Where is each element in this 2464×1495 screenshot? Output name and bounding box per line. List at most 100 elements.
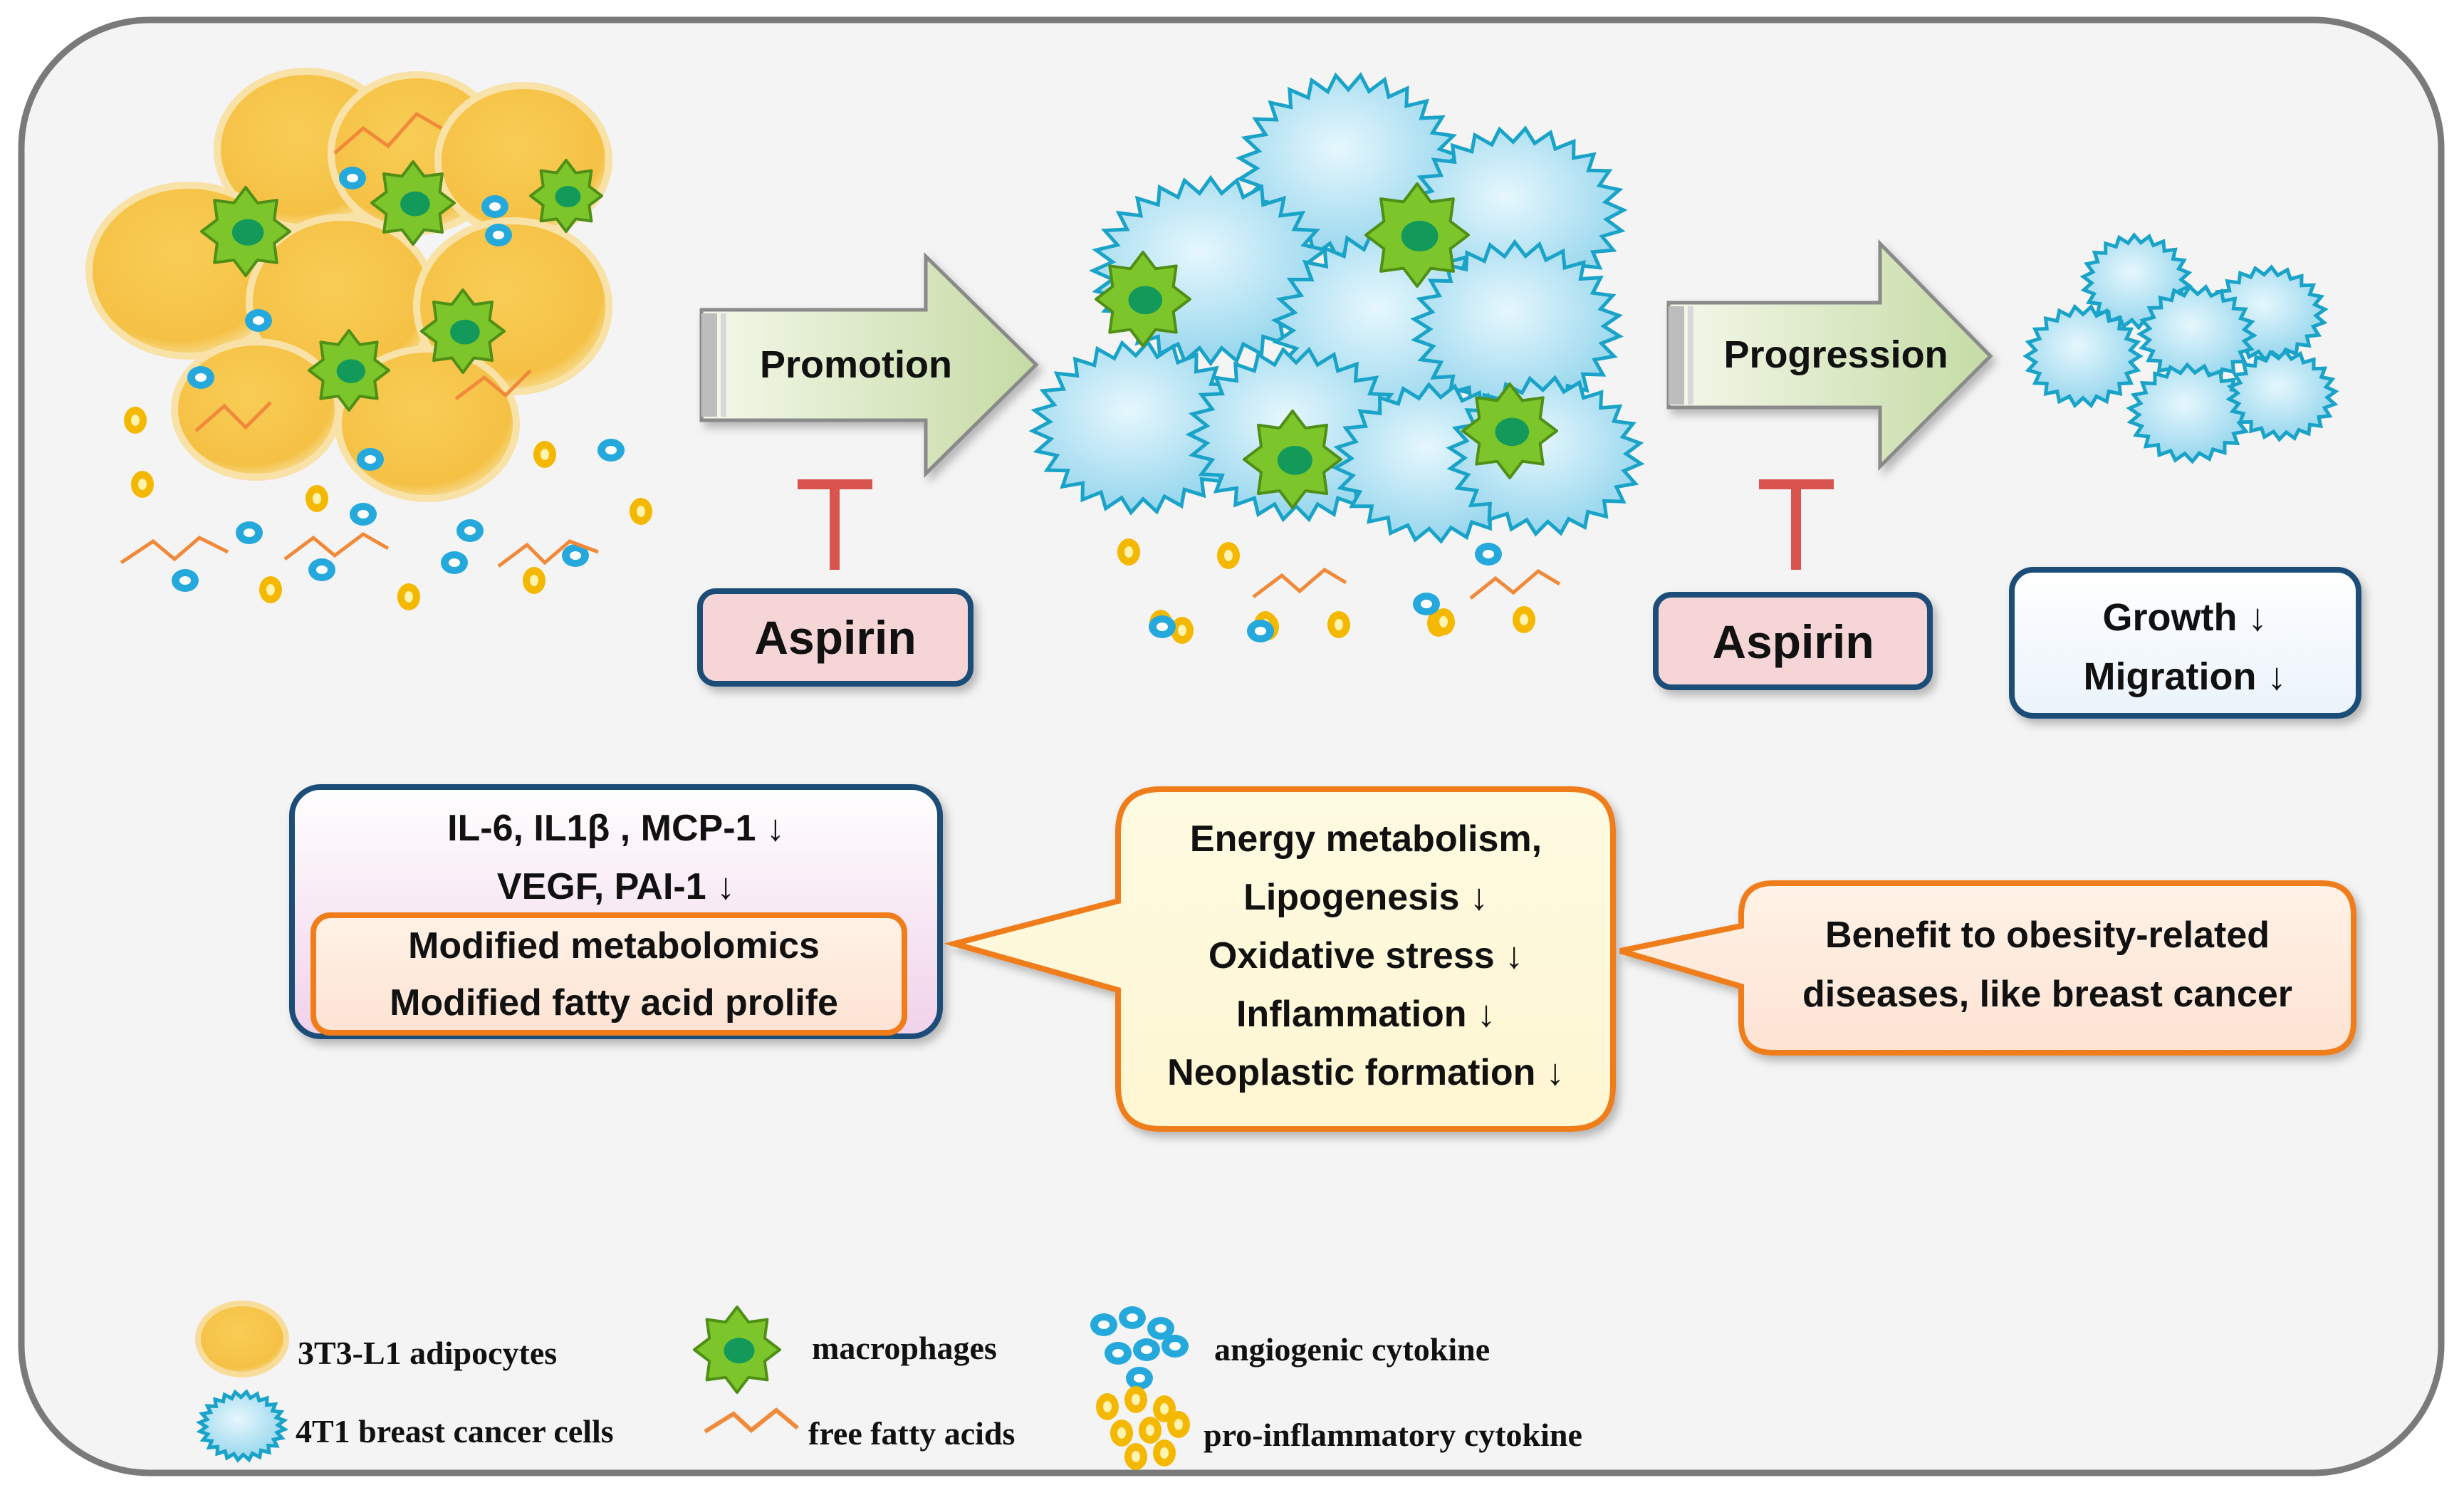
cytokine-core — [1174, 1419, 1183, 1430]
free-fatty-acid — [454, 369, 532, 400]
cytokine-line: IL-6, IL1β , MCP-1 ↓ — [447, 808, 785, 849]
cytokine-core — [1421, 600, 1432, 608]
cytokine-core — [1132, 1451, 1140, 1462]
promotion-arrow — [699, 252, 1039, 478]
cytokine-core — [1127, 1313, 1138, 1322]
cytokine-core — [1141, 1345, 1152, 1354]
cytokine-core — [365, 455, 376, 464]
cytokine-core — [244, 528, 255, 537]
legend-proinflammatory-label: pro-inflammatory cytokine — [1204, 1417, 1582, 1453]
cytokine-core — [489, 202, 501, 211]
progression-arrow — [1666, 239, 1993, 472]
macrophage-nucleus — [231, 219, 264, 246]
inhibitor-2 — [1759, 479, 1834, 570]
legend-adipocyte-icon — [195, 1301, 289, 1377]
cytokine-core — [1103, 1401, 1112, 1412]
free-fatty-acid — [194, 401, 272, 432]
cytokine-core — [1335, 619, 1343, 630]
cytokine-core — [179, 576, 191, 585]
cytokine-core — [316, 566, 328, 574]
legend-angiogenic-label: angiogenic cytokine — [1214, 1331, 1490, 1368]
lipogenesis-line: Lipogenesis ↓ — [1243, 877, 1488, 918]
cytokine-core — [605, 446, 617, 454]
cancer-cell — [2225, 348, 2339, 442]
macrophage-nucleus — [1277, 445, 1312, 475]
cytokine-core — [1117, 1427, 1126, 1439]
cancer-cell — [1028, 339, 1251, 516]
cytokine-core — [1157, 623, 1168, 631]
effects-callout-middle — [943, 786, 1616, 1132]
cytokine-core — [449, 558, 460, 567]
legend-angiogenic-icon — [1090, 1306, 1189, 1390]
cytokine-core — [1439, 616, 1448, 627]
cytokine-core — [1520, 614, 1528, 625]
cytokine-core — [1178, 625, 1186, 636]
cytokine-core — [1112, 1349, 1124, 1358]
promotion-label: Promotion — [760, 343, 952, 386]
metabolomics-inner-box — [310, 912, 907, 1036]
benefit-callout — [1619, 880, 2356, 1056]
cytokine-core — [1483, 550, 1494, 558]
inhibitor-1 — [798, 479, 872, 570]
free-fatty-acid — [1252, 567, 1347, 598]
vegf-line: VEGF, PAI-1 ↓ — [497, 866, 735, 907]
legend-fatty-acid-icon — [704, 1407, 799, 1434]
macrophage-nucleus — [400, 191, 430, 217]
neoplastic-line: Neoplastic formation ↓ — [1167, 1052, 1565, 1093]
legend-macrophages-label: macrophages — [812, 1330, 997, 1366]
cancer-cell — [195, 1389, 289, 1463]
cytokine-core — [1224, 550, 1233, 561]
legend: 3T3-L1 adipocytes macrophages angiogenic… — [195, 1301, 1582, 1470]
aspirin-label-1: Aspirin — [754, 611, 916, 664]
cytokine-core — [357, 510, 369, 519]
cytokine-core — [347, 174, 358, 182]
benefit-line-2: diseases, like breast cancer — [1802, 974, 2292, 1015]
macrophage-nucleus — [1128, 286, 1163, 315]
cytokine-core — [1169, 1342, 1181, 1350]
cytokine-core — [1146, 1424, 1154, 1436]
adipocyte-cluster — [85, 68, 652, 610]
cytokine-core — [1160, 1447, 1169, 1459]
legend-adipocytes-label: 3T3-L1 adipocytes — [298, 1335, 557, 1371]
cytokine-core — [1124, 546, 1133, 558]
outcome-growth: Growth ↓ — [2103, 596, 2267, 639]
benefit-line-1: Benefit to obesity-related — [1825, 915, 2270, 956]
inflammation-line: Inflammation ↓ — [1236, 994, 1495, 1035]
migrating-cells — [2022, 232, 2339, 464]
macrophage-nucleus — [336, 359, 365, 383]
cytokine-core — [131, 415, 140, 426]
aspirin-label-2: Aspirin — [1712, 615, 1874, 668]
progression-label: Progression — [1723, 333, 1948, 376]
legend-macrophage-icon — [693, 1306, 781, 1394]
legend-cancer-cell-icon — [195, 1389, 289, 1463]
cytokine-core — [1160, 1403, 1169, 1415]
macrophage-nucleus — [450, 319, 480, 345]
cytokine-core — [541, 449, 549, 460]
free-fatty-acid — [1469, 568, 1561, 600]
tumor-mass — [1028, 72, 1645, 644]
cytokine-core — [530, 575, 538, 586]
cytokine-core — [1098, 1321, 1110, 1329]
cancer-cell — [2126, 362, 2254, 464]
metabolomics-line: Modified metabolomics — [408, 925, 820, 967]
macrophage-nucleus — [724, 1338, 755, 1364]
cytokine-core — [1134, 1374, 1145, 1382]
outcome-box — [2009, 567, 2361, 719]
free-fatty-acid — [283, 532, 390, 561]
cytokine-core — [464, 526, 476, 535]
legend-fatty-acids-label: free fatty acids — [808, 1415, 1015, 1452]
cytokine-core — [404, 591, 413, 603]
aspirin-box-2 — [1653, 592, 1933, 690]
free-fatty-acid — [120, 536, 229, 565]
cytokine-core — [266, 584, 275, 595]
cytokine-core — [253, 316, 264, 325]
cytokine-core — [493, 231, 504, 239]
cytokine-core — [195, 373, 207, 382]
adipocyte — [171, 338, 342, 481]
macrophage-nucleus — [1401, 220, 1439, 252]
fatty-acid-line: Modified fatty acid prolife — [390, 982, 838, 1023]
cytokine-core — [138, 479, 147, 490]
legend-proinflammatory-icon — [1096, 1386, 1190, 1470]
cytokine-core — [637, 506, 645, 517]
